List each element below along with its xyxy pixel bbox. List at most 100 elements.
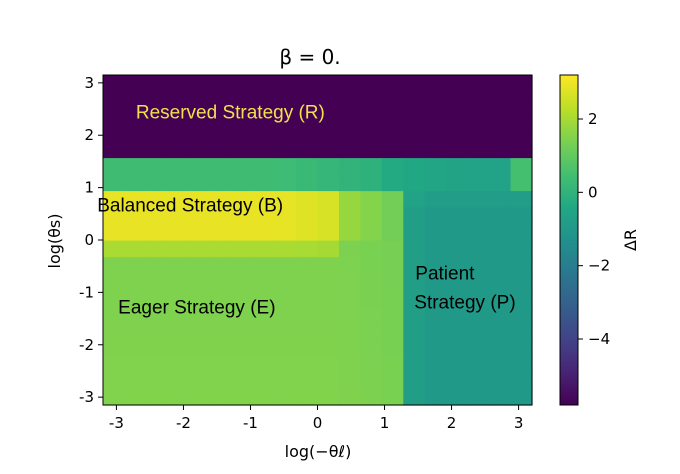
heatmap-cell [253, 190, 276, 208]
heatmap-cell [338, 256, 361, 274]
heatmap-cell [296, 273, 319, 291]
heatmap-cell [274, 91, 297, 109]
heatmap-cell [188, 223, 211, 241]
heatmap-cell [360, 124, 383, 142]
heatmap-cell [188, 322, 211, 340]
heatmap-cell [188, 157, 211, 175]
heatmap-cell [360, 322, 383, 340]
heatmap-cell [338, 388, 361, 406]
heatmap-cell [210, 108, 233, 126]
y-tick-label: 3 [84, 74, 94, 92]
heatmap-cell [467, 289, 490, 307]
heatmap-cell [381, 289, 404, 307]
heatmap-cell [467, 355, 490, 373]
heatmap-cell [210, 339, 233, 357]
heatmap-cell [296, 124, 319, 142]
heatmap-cell [274, 256, 297, 274]
heatmap-cell [317, 322, 340, 340]
heatmap-cell [446, 339, 469, 357]
heatmap-cell [167, 372, 190, 390]
heatmap-cell [296, 141, 319, 159]
heatmap-cell [188, 388, 211, 406]
heatmap-cell [145, 141, 168, 159]
heatmap-cell [510, 256, 533, 274]
heatmap-cell [489, 157, 512, 175]
heatmap-cell [253, 256, 276, 274]
heatmap-cell [403, 174, 426, 192]
heatmap-cell [403, 240, 426, 258]
heatmap-cell [510, 207, 533, 225]
heatmap-cell [188, 273, 211, 291]
heatmap-cell [145, 91, 168, 109]
heatmap-cell [510, 91, 533, 109]
y-tick-label: 2 [84, 126, 94, 144]
heatmap-cell [145, 306, 168, 324]
heatmap-cell [296, 322, 319, 340]
heatmap-cell [510, 124, 533, 142]
heatmap-cell [124, 190, 147, 208]
heatmap-cell [124, 372, 147, 390]
heatmap-cell [446, 322, 469, 340]
heatmap-cell [510, 240, 533, 258]
heatmap-cell [253, 124, 276, 142]
heatmap-cell [210, 322, 233, 340]
heatmap-cell [188, 372, 211, 390]
heatmap-cell [124, 322, 147, 340]
heatmap-cell [446, 207, 469, 225]
heatmap-cell [103, 355, 126, 373]
heatmap-cell [188, 339, 211, 357]
heatmap-cell [103, 322, 126, 340]
heatmap-cell [489, 190, 512, 208]
heatmap-cell [124, 223, 147, 241]
heatmap-cell [467, 372, 490, 390]
heatmap-cell [210, 289, 233, 307]
heatmap-cell [253, 388, 276, 406]
heatmap-cell [446, 273, 469, 291]
heatmap-cell [446, 372, 469, 390]
heatmap-cell [446, 157, 469, 175]
heatmap-cell [124, 339, 147, 357]
colorbar-tick-label: −4 [588, 330, 610, 348]
heatmap-cell [231, 174, 254, 192]
heatmap-cell [446, 174, 469, 192]
heatmap-cell [231, 124, 254, 142]
heatmap-cell [145, 108, 168, 126]
heatmap-cell [317, 108, 340, 126]
heatmap-cell [210, 174, 233, 192]
heatmap-cell [124, 355, 147, 373]
heatmap-cell [360, 388, 383, 406]
heatmap-cell [145, 207, 168, 225]
heatmap-cell [446, 124, 469, 142]
heatmap-cell [403, 223, 426, 241]
heatmap-cell [467, 256, 490, 274]
heatmap-cell [274, 108, 297, 126]
heatmap-cell [317, 75, 340, 93]
heatmap-cell [253, 91, 276, 109]
heatmap-cell [446, 256, 469, 274]
heatmap-cell [317, 207, 340, 225]
heatmap-cell [467, 190, 490, 208]
heatmap-cell [424, 322, 447, 340]
heatmap-cell [296, 355, 319, 373]
heatmap-cell [124, 256, 147, 274]
heatmap-cell [338, 124, 361, 142]
heatmap-cell [167, 273, 190, 291]
heatmap-cell [103, 273, 126, 291]
heatmap-cell [167, 141, 190, 159]
heatmap-cell [446, 306, 469, 324]
heatmap-cell [338, 306, 361, 324]
heatmap-cell [360, 174, 383, 192]
heatmap-cell [167, 91, 190, 109]
heatmap-cell [210, 91, 233, 109]
heatmap-cell [274, 339, 297, 357]
heatmap-cell [338, 240, 361, 258]
heatmap-cell [403, 256, 426, 274]
heatmap-cell [274, 306, 297, 324]
heatmap-cell [381, 273, 404, 291]
heatmap-cell [489, 108, 512, 126]
heatmap-cell [210, 306, 233, 324]
heatmap-cell [274, 190, 297, 208]
heatmap-cell [489, 339, 512, 357]
heatmap-cell [489, 256, 512, 274]
heatmap-cell [403, 306, 426, 324]
